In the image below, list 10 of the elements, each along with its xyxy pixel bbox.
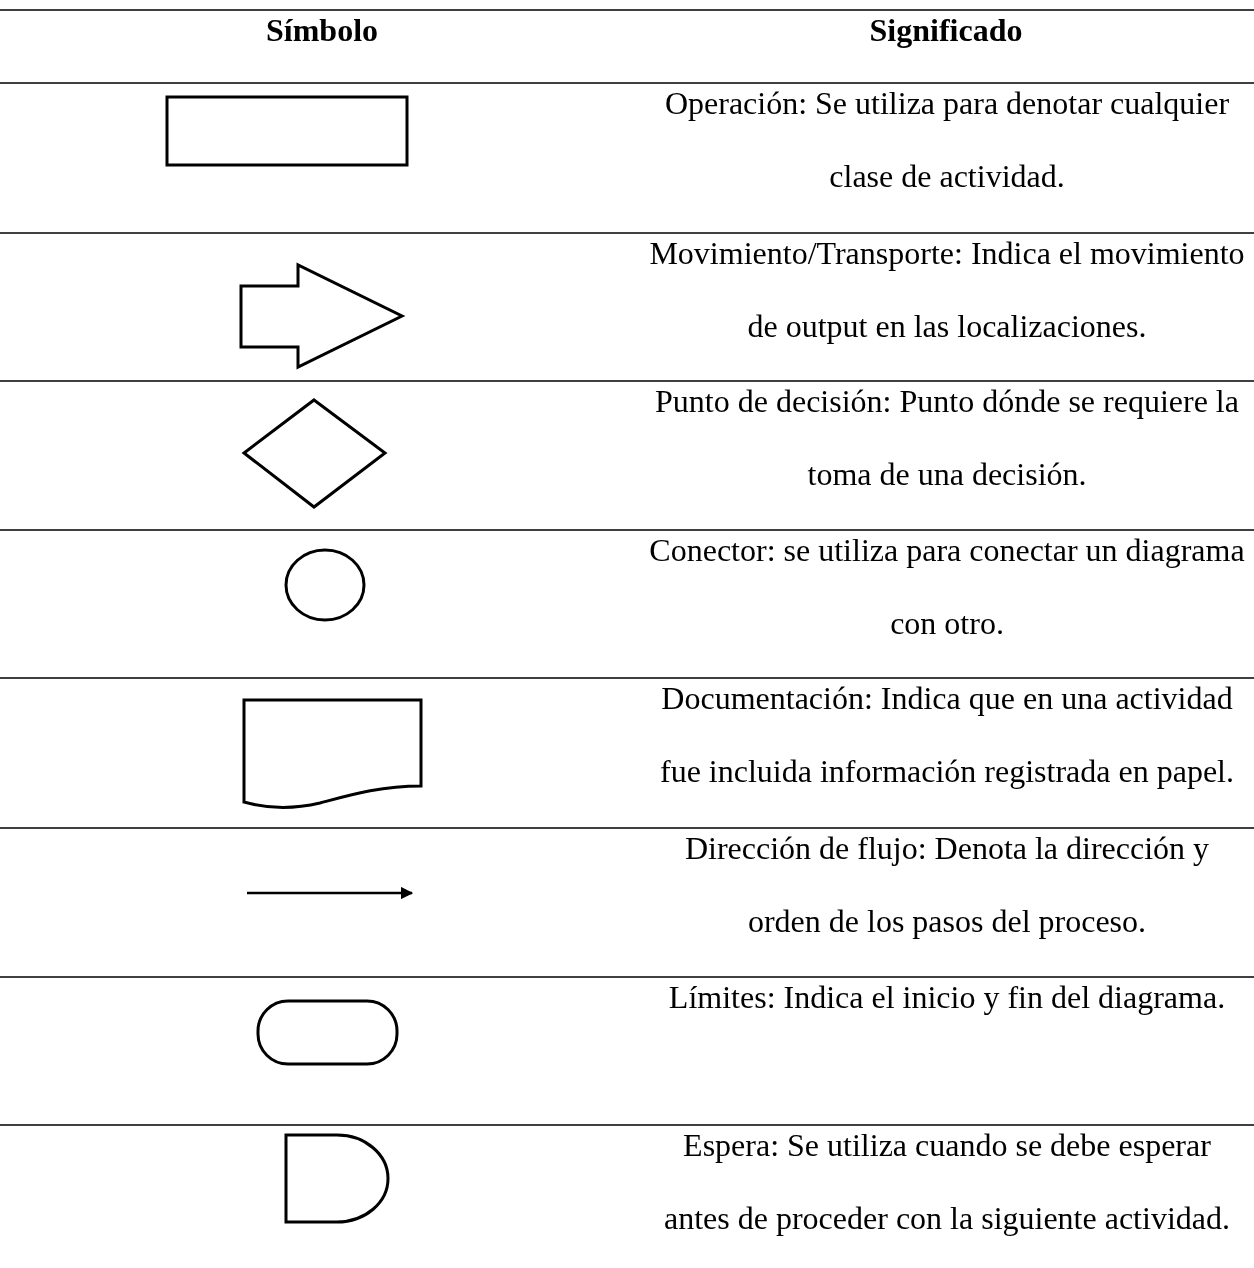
column-header: Significado xyxy=(868,11,1024,50)
table-cell-text: Dirección de flujo: Denota la dirección y orden de los pasos del proceso. xyxy=(683,829,1211,941)
table-cell-text: Movimiento/Transporte: Indica el movimiento de output en las localizaciones. xyxy=(648,234,1246,346)
table-cell-text: Límites: Indica el inicio y fin del diagrama. xyxy=(667,978,1227,1017)
table-cell-text: Punto de decisión: Punto dónde se requiere la toma de una decisión. xyxy=(654,382,1240,494)
table-cell-text: Operación: Se utiliza para denotar cualquier clase de actividad. xyxy=(663,84,1231,196)
column-header: Símbolo xyxy=(265,11,379,50)
table-cell-text: Espera: Se utiliza cuando se debe esperar antes de proceder con la siguiente actividad. xyxy=(663,1126,1231,1238)
table-cell-text: Conector: se utiliza para conectar un diagrama con otro. xyxy=(648,531,1246,643)
table-cell-text: Documentación: Indica que en una actividad fue incluida información registrada en papel. xyxy=(659,679,1235,791)
